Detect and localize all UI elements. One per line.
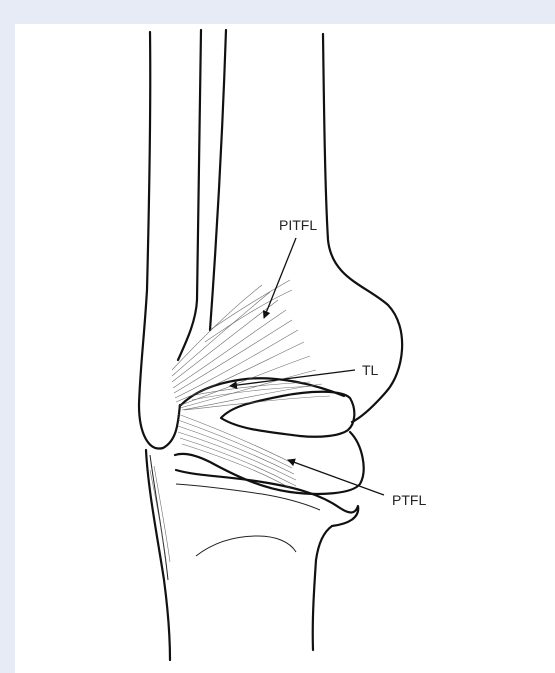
fibula-bone: [139, 30, 201, 449]
label-tl: TL: [362, 362, 379, 378]
pitfl-ligament-fibers: [172, 280, 330, 410]
talus-bone: [175, 392, 364, 494]
label-pitfl: PITFL: [279, 217, 317, 233]
label-ptfl: PTFL: [392, 492, 426, 508]
tl-ligament-fibers: [190, 382, 314, 400]
calcaneus-bone: [146, 450, 358, 660]
pitfl-arrow: [264, 238, 296, 318]
